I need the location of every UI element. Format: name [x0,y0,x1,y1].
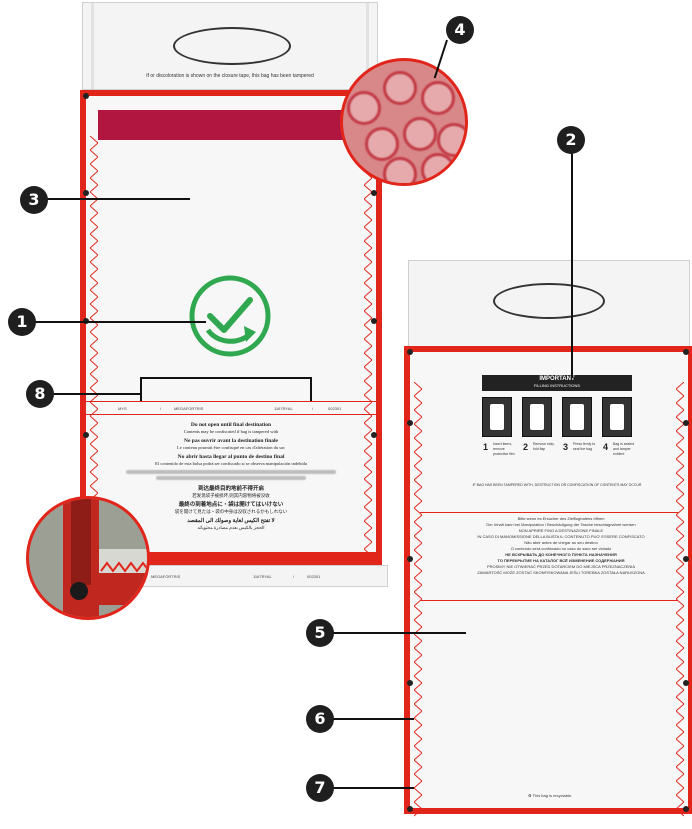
rivet [683,680,689,686]
row-label: / [293,574,294,579]
warning-line: 到达最终目的地前不得开启 [96,486,366,493]
warning-line: ZAWARTOŚĆ MOŻE ZOSTAĆ SKONFISKOWANA JEŚL… [446,570,676,576]
leader-line [571,150,573,378]
row-label: MEGAFORTRIS [151,574,180,579]
instructions-header: IMPORTANT FILLING INSTRUCTIONS [482,375,632,391]
hang-slot [173,27,291,65]
warning-line: 若发现袋子被损坏,则其内容物将被没收 [96,493,366,499]
rivet [407,349,413,355]
step-number: 4 [603,442,608,452]
warning-text-block: Do not open until final destination Cont… [96,422,366,534]
rivet [83,432,89,438]
row-label: / [160,406,161,411]
rivet [683,806,689,812]
warning-line: 最終の到着地点に・袋は開けてはいけない [96,502,366,509]
leader-line [330,718,414,720]
bag-icon [530,404,544,430]
step-caption: Press firmly to seal the bag [573,442,599,452]
row-label: MEGAFORTRIS [174,406,203,411]
warning-line: No abrir hasta llegar al punto de destin… [96,454,366,461]
blurred-text [126,470,336,474]
callout-2: 2 [557,126,585,154]
callout-6: 6 [306,705,334,733]
row-label: / [312,406,313,411]
callout-3: 3 [20,186,48,214]
leader-line [330,632,466,634]
leader-line [140,377,312,379]
rivet [683,556,689,562]
step-caption: Remove strip, fold flap [533,442,559,452]
callout-8: 8 [26,380,54,408]
callout-1: 1 [8,308,36,336]
bag-back-flap [408,260,690,348]
warning-line: 袋を開けて見たは・袋の中身は没収されるかもしれない [96,509,366,515]
step-caption: Insert items, remove protective film [493,442,519,457]
bag-icon [610,404,624,430]
filling-instructions: IMPORTANT FILLING INSTRUCTIONS 1 Insert … [468,375,646,507]
color-band [98,110,364,140]
step-number: 2 [523,442,528,452]
callout-4: 4 [446,16,474,44]
leader-line [310,377,312,401]
leader-line [44,198,190,200]
footer-text: This bag is recyclable. [533,793,573,798]
callout-7: 7 [306,774,334,802]
serial-row: MYS / MEGAFORTRIS 1167RYAL / 002301 [86,401,376,415]
rivet [407,806,413,812]
hang-slot [493,283,605,319]
callout-5: 5 [306,619,334,647]
step-caption: Bag is sealed and tamper evident [613,442,639,457]
warning-line: Ne pas ouvrir avant la destination final… [96,438,366,445]
leader-line [32,321,206,323]
bag-front-flap: If or discoloration is shown on the clos… [82,2,378,90]
leader-line [50,393,142,395]
instruction-step: 3 Press firmly to seal the bag [562,397,592,437]
row-label: 002301 [328,406,341,411]
row-label: 002301 [307,574,320,579]
divider [420,600,678,601]
tamper-pattern-magnifier [340,58,468,186]
corner-seal-magnifier [26,496,150,620]
rivet [683,349,689,355]
instruction-step: 1 Insert items, remove protective film [482,397,512,437]
rivet [683,420,689,426]
row-label: MYS [118,406,127,411]
rivet [407,680,413,686]
instructions-subtitle: FILLING INSTRUCTIONS [482,383,632,389]
recycle-icon: ♻ [528,793,532,798]
row-label: 1167RYAL [253,574,272,579]
rivet [407,556,413,562]
step-number: 3 [563,442,568,452]
warning-line: Contents may be confiscated if bag is ta… [96,429,366,435]
back-warning-text: Bitte wenn es Ersucher des Zielflughafen… [446,516,676,576]
warning-line: El contenido de esta bolsa podrá ser con… [96,461,366,467]
warning-line: Do not open until final destination [96,422,366,429]
warning-line: Le contenu pourrait être confisqué en ca… [96,445,366,451]
bag-icon [570,404,584,430]
instruction-step: 4 Bag is sealed and tamper evident [602,397,632,437]
rivet [371,318,377,324]
corner-detail [29,499,150,620]
instructions-title: IMPORTANT [482,375,632,383]
rivet [83,93,89,99]
rivet [371,432,377,438]
instruction-step: 2 Remove strip, fold flap [522,397,552,437]
tamper-check-icon [186,272,274,360]
rivet [407,420,413,426]
step-number: 1 [483,442,488,452]
rivet [371,190,377,196]
leader-line [330,787,414,789]
leader-line [140,377,142,401]
rivet [83,190,89,196]
row-label: 1167RYAL [274,406,293,411]
instructions-note: IF BAG HAS BEEN TAMPERED WITH, DESTRUCTI… [468,483,646,488]
bag-icon [490,404,504,430]
blurred-text [156,476,306,480]
zigzag-right [676,382,684,822]
divider [420,512,678,513]
zigzag-left [414,382,422,822]
recycle-footer: ♻ This bag is recyclable. [528,793,572,798]
closure-note: If or discoloration is shown on the clos… [83,73,377,79]
